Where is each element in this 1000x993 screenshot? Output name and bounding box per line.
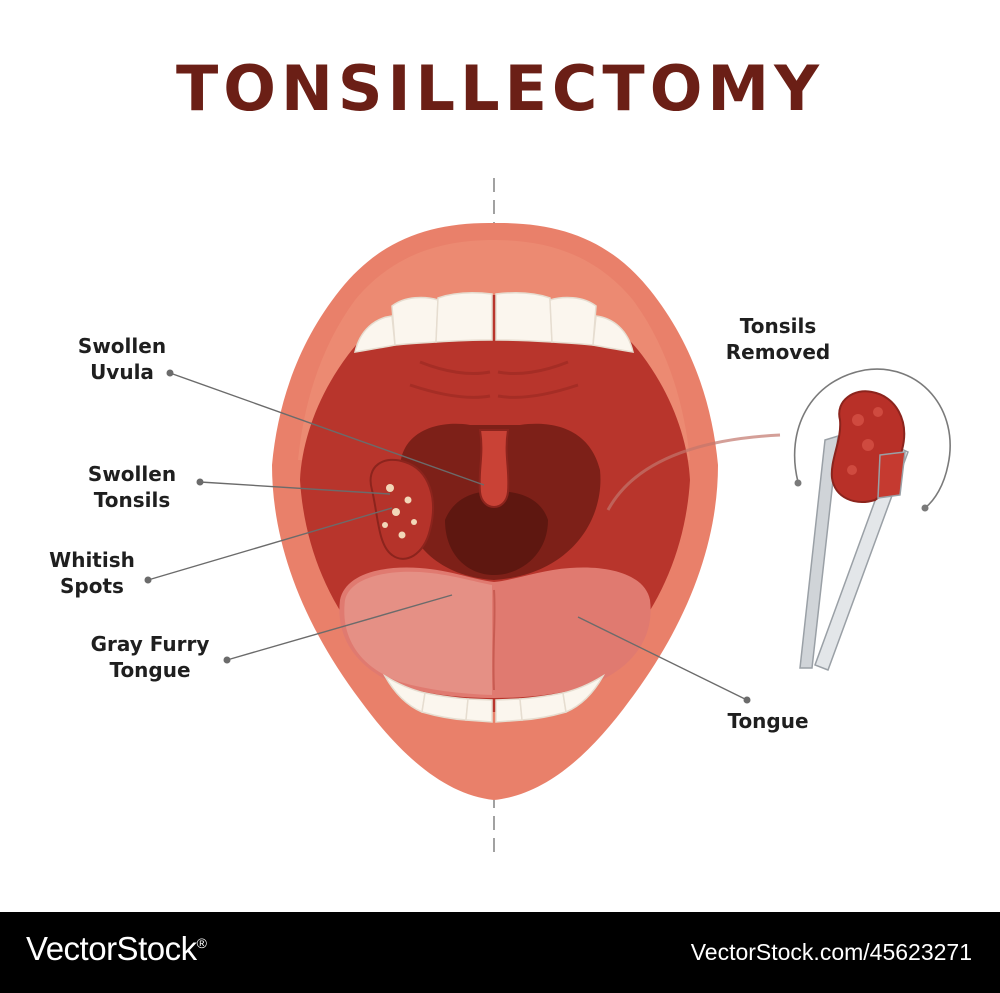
- tongue-left-coat: [344, 571, 492, 695]
- whitish-spots: [382, 484, 417, 539]
- palate-ridges: [409, 360, 579, 399]
- swollen-tonsil: [369, 458, 434, 560]
- tongue-midline: [492, 589, 496, 691]
- tweezers: [799, 434, 909, 671]
- diagram-title: TONSILLECTOMY: [175, 52, 825, 125]
- label-swollen-uvula: Swollen Uvula: [77, 334, 167, 384]
- leader-dots: [144, 369, 751, 704]
- mouth-diagram: [144, 178, 951, 855]
- brand-registered-mark: ®: [196, 935, 207, 951]
- throat-deep: [445, 491, 548, 575]
- brand-logo: VectorStock®: [26, 930, 207, 968]
- lower-teeth: [382, 673, 606, 723]
- label-swollen-tonsils: Swollen Tonsils: [87, 462, 177, 512]
- label-whitish-spots: Whitish Spots: [49, 548, 135, 598]
- removed-arc: [793, 368, 951, 509]
- label-tongue: Tongue: [727, 709, 809, 733]
- label-gray-furry-tongue: Gray Furry Tongue: [90, 632, 210, 682]
- footer-bar: VectorStock® VectorStock.com/45623271: [0, 912, 1000, 993]
- upper-teeth: [354, 292, 634, 353]
- swollen-uvula: [478, 429, 510, 508]
- label-tonsils-removed: Tonsils Removed: [725, 314, 831, 364]
- tweezer-tip: [877, 451, 906, 499]
- removal-trail: [606, 433, 781, 511]
- leader-lines: [147, 372, 748, 701]
- brand-name: VectorStock: [26, 930, 197, 967]
- image-reference: VectorStock.com/45623271: [690, 939, 972, 965]
